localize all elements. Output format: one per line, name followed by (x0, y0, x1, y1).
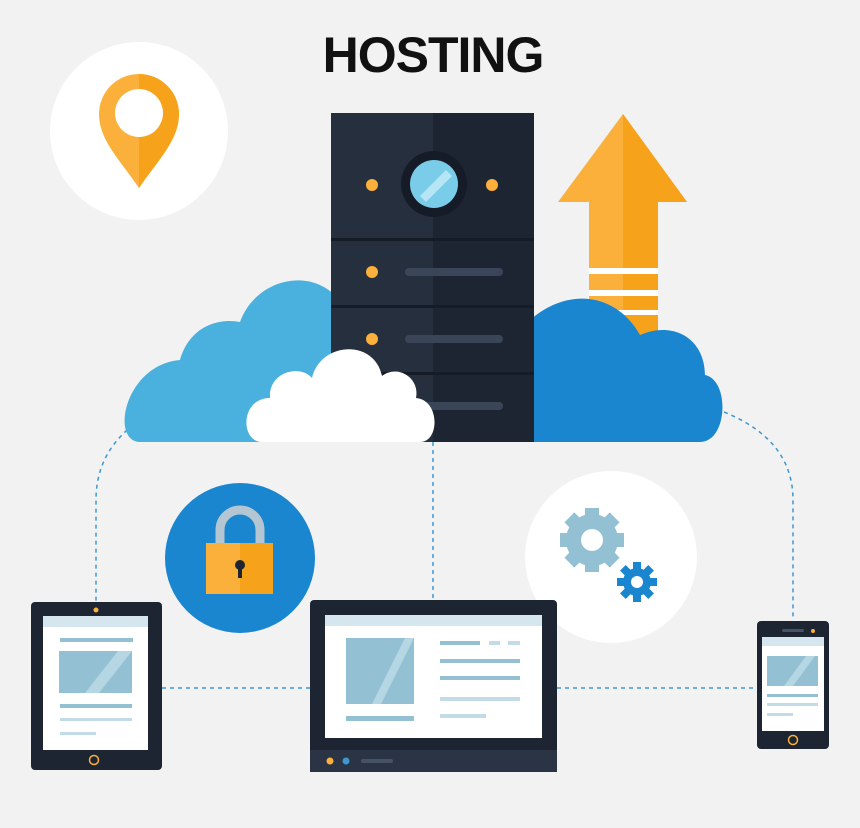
upload-arrow-icon (558, 114, 687, 340)
cloud-icon (520, 298, 723, 442)
padlock-icon (165, 483, 315, 633)
network-connectors (95, 411, 794, 689)
page-title: HOSTING (322, 27, 545, 83)
location-pin-icon (50, 42, 228, 220)
gears-icon (525, 471, 697, 643)
cloud-icon (246, 349, 435, 442)
laptop-icon (310, 600, 557, 772)
tablet-icon (31, 602, 162, 770)
smartphone-icon (757, 621, 829, 749)
